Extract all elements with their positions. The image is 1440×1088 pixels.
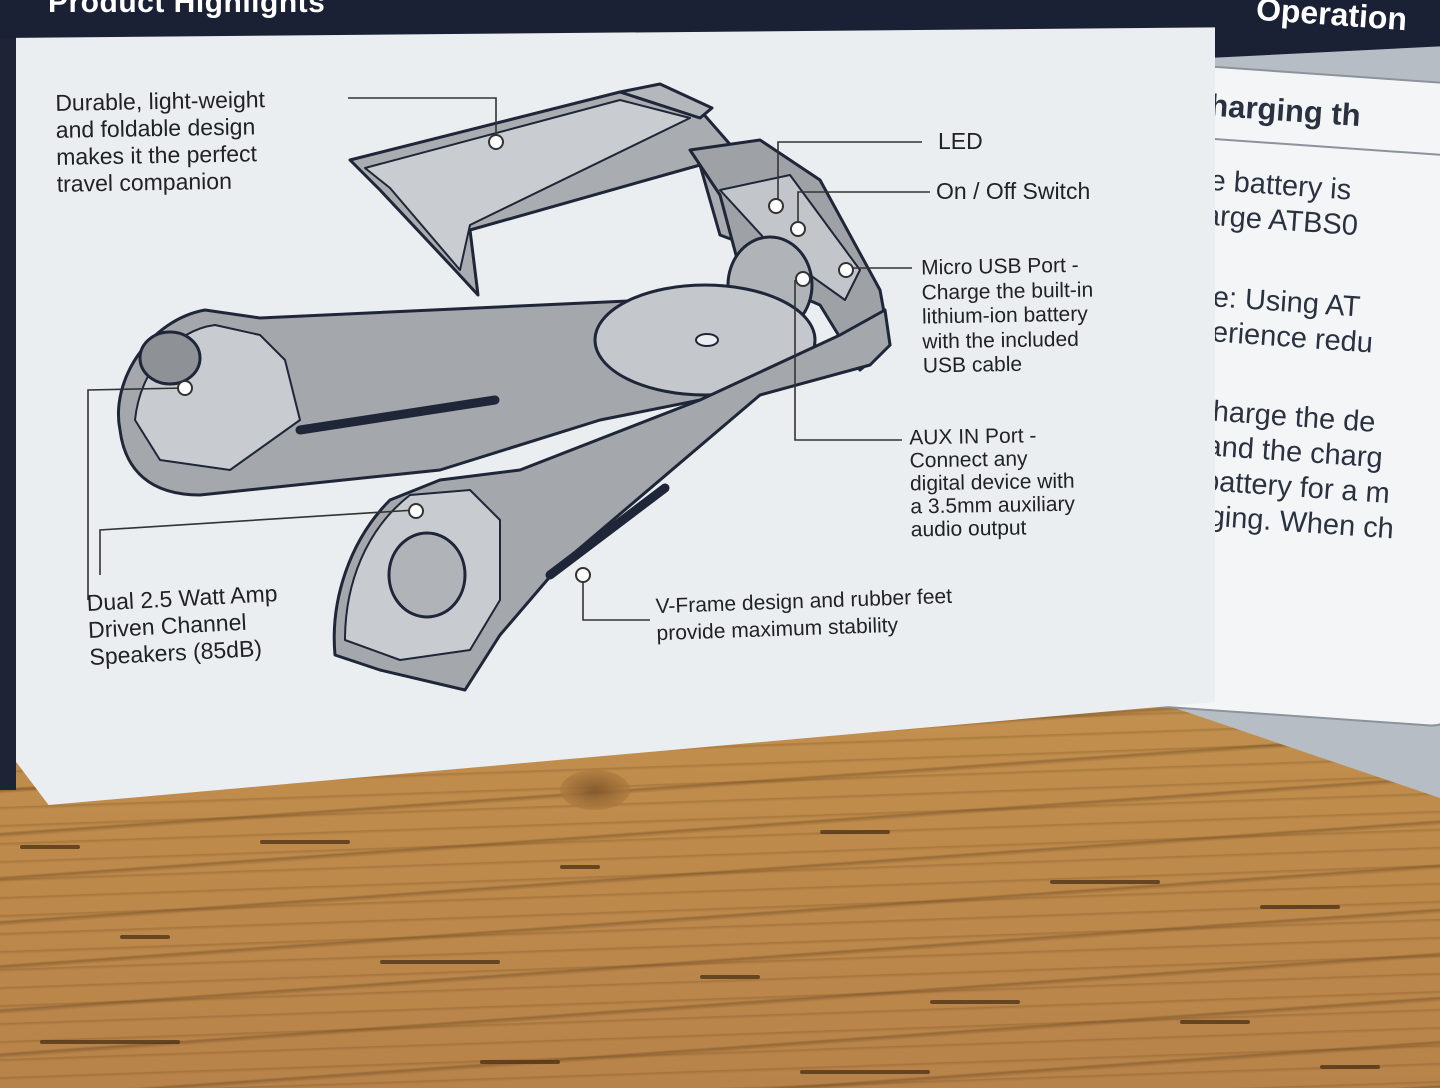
wood-grain: [560, 865, 600, 869]
wood-grain: [820, 830, 890, 834]
wood-grain: [700, 975, 760, 979]
booklet-spine: [0, 30, 16, 790]
instruction-booklet: Operation Charging th The battery is cha…: [0, 0, 1440, 805]
callout-aux: AUX IN Port - Connect any digital device…: [909, 424, 1076, 542]
callout-led: LED: [938, 128, 983, 154]
wood-grain: [480, 1060, 560, 1064]
wood-grain: [20, 845, 80, 849]
callout-switch: On / Off Switch: [936, 178, 1091, 204]
callout-speakers: Dual 2.5 Watt Amp Driven Channel Speaker…: [86, 580, 279, 670]
wood-grain: [120, 935, 170, 939]
speaker-illustration: [87, 82, 930, 692]
product-highlights-title: Product Highlights: [48, 0, 326, 19]
operation-header: Operation: [1208, 0, 1440, 58]
wood-grain: [930, 1000, 1020, 1004]
wood-grain: [40, 1040, 180, 1044]
wood-knot: [560, 770, 630, 810]
callout-design: Durable, light-weight and foldable desig…: [55, 86, 266, 197]
wood-grain: [1320, 1065, 1380, 1069]
wood-grain: [380, 960, 500, 964]
wood-grain: [1050, 880, 1160, 884]
callout-frame: V-Frame design and rubber feet provide m…: [655, 584, 953, 646]
wood-grain: [800, 1070, 930, 1074]
wood-grain: [260, 840, 350, 844]
wood-grain: [1260, 905, 1340, 909]
callout-usb: Micro USB Port - Charge the built-in lit…: [920, 253, 1094, 378]
operation-title: Operation: [1254, 0, 1409, 38]
wood-grain: [1180, 1020, 1250, 1024]
